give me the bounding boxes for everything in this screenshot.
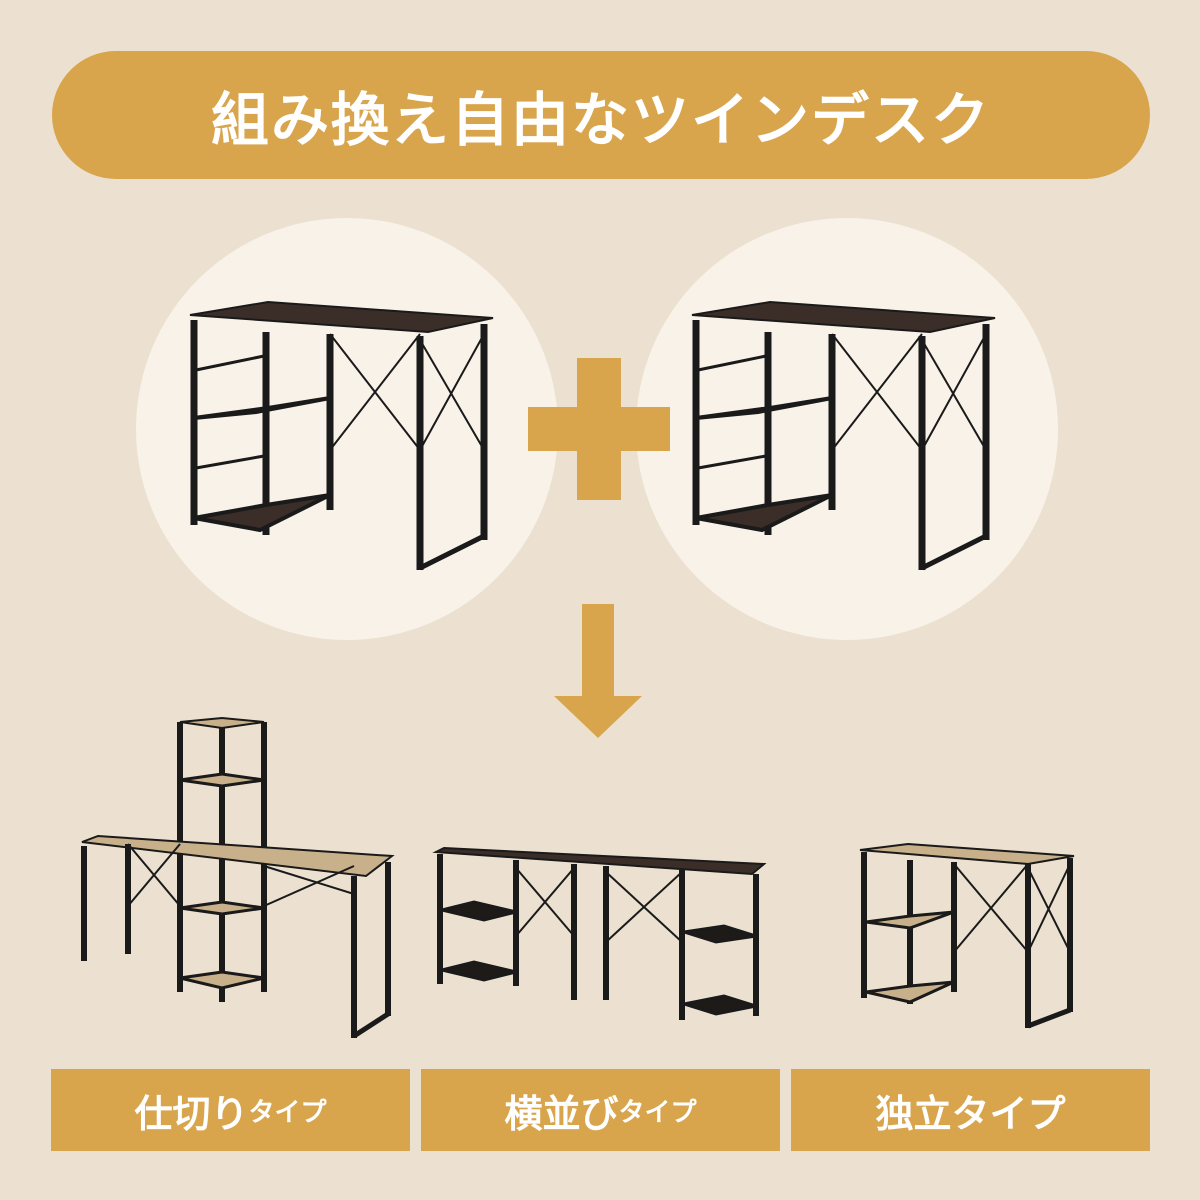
side-by-side-desk-image <box>432 846 767 1020</box>
label-partition-type: 仕切りタイプ <box>51 1069 410 1151</box>
label-independent-type: 独立タイプ <box>791 1069 1150 1151</box>
label-partition-main: 仕切り <box>134 1091 249 1136</box>
label-independent-main: 独立タイプ <box>875 1091 1066 1136</box>
desk-image-right <box>691 300 996 571</box>
label-side-by-side-main: 横並び <box>504 1091 619 1136</box>
label-side-by-side-suffix: タイプ <box>618 1097 697 1128</box>
plus-icon <box>528 358 670 500</box>
label-side-by-side-type: 横並びタイプ <box>421 1069 780 1151</box>
independent-desk-image <box>859 842 1075 1029</box>
page-title: 組み換え自由なツインデスク <box>210 86 991 154</box>
desk-image-left <box>189 300 494 571</box>
title-banner: 組み換え自由なツインデスク <box>52 51 1150 179</box>
label-partition-suffix: タイプ <box>248 1097 327 1128</box>
partition-desk-image <box>81 716 395 1039</box>
arrow-down-icon <box>554 604 642 738</box>
